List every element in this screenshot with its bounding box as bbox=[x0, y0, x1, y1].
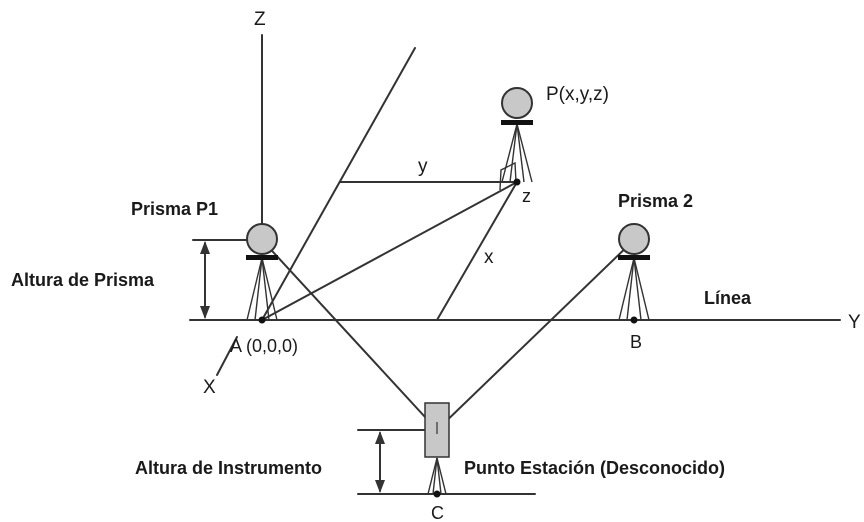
x-axis bbox=[216, 336, 238, 376]
prism-2-label: Prisma 2 bbox=[618, 191, 693, 211]
z-axis-label: Z bbox=[254, 9, 266, 30]
point-c-marker bbox=[433, 490, 441, 498]
prism-p1-sphere bbox=[246, 223, 278, 255]
right-angle-marker bbox=[499, 161, 517, 191]
point-b-label: B bbox=[630, 332, 642, 352]
line-label: Línea bbox=[704, 288, 752, 308]
x-offset-line bbox=[436, 181, 518, 321]
prism-p bbox=[501, 87, 533, 183]
point-b-marker bbox=[630, 316, 638, 324]
arrow-prism-height-bottom bbox=[200, 306, 210, 319]
oblique-axis bbox=[261, 47, 416, 321]
prism-p1 bbox=[246, 223, 278, 321]
coord-y-label: y bbox=[418, 156, 428, 177]
x-axis-label: X bbox=[203, 377, 216, 398]
y-axis-label: Y bbox=[848, 312, 861, 333]
arrow-prism-height-top bbox=[200, 241, 210, 254]
point-a-label: A (0,0,0) bbox=[230, 336, 298, 356]
arrow-instrument-height-top bbox=[375, 431, 385, 444]
line-p2-to-station bbox=[436, 239, 635, 431]
point-p-label: P(x,y,z) bbox=[546, 84, 609, 105]
point-a-marker bbox=[258, 316, 266, 324]
line-a-to-p bbox=[261, 181, 518, 321]
prism-p1-label: Prisma P1 bbox=[131, 199, 218, 219]
prism-p-sphere bbox=[501, 87, 533, 119]
station-label: Punto Estación (Desconocido) bbox=[464, 458, 725, 478]
instrument bbox=[424, 402, 450, 495]
prism-height-label: Altura de Prisma bbox=[11, 270, 155, 290]
coord-x-label: x bbox=[484, 247, 494, 268]
point-c-label: C bbox=[431, 503, 444, 522]
prism-2-sphere bbox=[618, 223, 650, 255]
coord-z-label: z bbox=[522, 186, 531, 206]
line-p1-to-station bbox=[261, 239, 438, 431]
instrument-height-label: Altura de Instrumento bbox=[135, 458, 322, 478]
prism-2 bbox=[618, 223, 650, 321]
point-p-marker bbox=[513, 178, 521, 186]
arrow-instrument-height-bottom bbox=[375, 480, 385, 493]
